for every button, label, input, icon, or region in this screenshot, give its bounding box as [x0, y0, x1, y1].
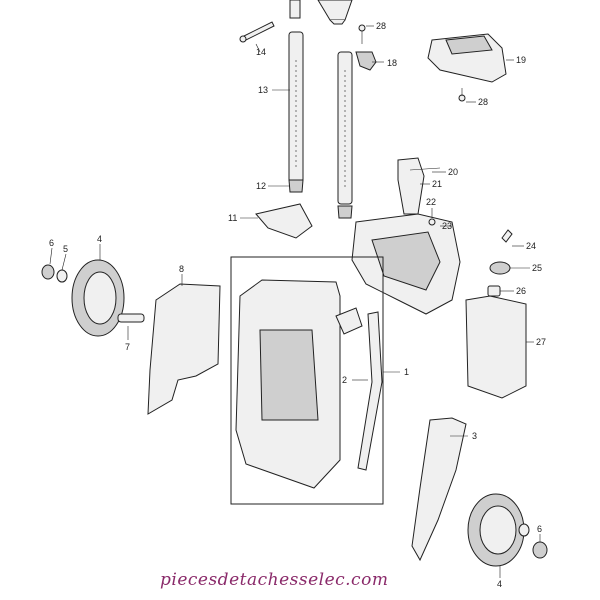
label-part-14: 14: [256, 47, 266, 57]
part-3-side-cover: [411, 417, 467, 562]
part-4-wheel-right: [467, 493, 548, 567]
label-part-25: 25: [532, 263, 542, 273]
label-part-6-left: 6: [49, 238, 54, 248]
watermark-text: piecesdetachesselec.com: [160, 570, 388, 590]
part-13-tubes: [288, 31, 353, 205]
label-part-24: 24: [526, 241, 536, 251]
leader-lines: [49, 25, 541, 578]
label-part-3: 3: [472, 431, 477, 441]
label-part-1: 1: [404, 367, 409, 377]
label-part-20: 20: [448, 167, 458, 177]
label-part-19: 19: [516, 55, 526, 65]
part-27-tank: [465, 229, 527, 399]
label-part-4-right: 4: [497, 579, 502, 589]
part-23-housing: [351, 213, 461, 315]
label-part-22: 22: [426, 197, 436, 207]
part-11-plate: [255, 203, 313, 239]
label-part-28-top: 28: [376, 21, 386, 31]
label-part-8: 8: [179, 264, 184, 274]
label-part-6-right: 6: [537, 524, 542, 534]
label-part-13: 13: [258, 85, 268, 95]
label-part-12: 12: [256, 181, 266, 191]
part-14-bolt: [239, 21, 275, 43]
label-part-2: 2: [342, 375, 347, 385]
label-part-26: 26: [516, 286, 526, 296]
label-part-28-lower: 28: [478, 97, 488, 107]
part-4-wheel-left: [41, 259, 145, 337]
label-part-7: 7: [125, 342, 130, 352]
label-part-21: 21: [432, 179, 442, 189]
label-part-18: 18: [387, 58, 397, 68]
handle-frame-top: [289, 0, 353, 25]
part-1-frame-box: [230, 256, 384, 505]
label-part-27: 27: [536, 337, 546, 347]
part-2-strip: [357, 311, 383, 471]
label-part-5: 5: [63, 244, 68, 254]
part-18-clip: [355, 24, 377, 71]
label-part-11: 11: [228, 213, 237, 223]
part-19-grip: [427, 33, 507, 102]
label-part-4-left: 4: [97, 234, 102, 244]
part-8-side-cover: [147, 283, 221, 415]
part-12-caps: [288, 179, 353, 219]
part-number-labels: 14 13 12 11 28 18 19 28 20 21 22 23 24 2…: [49, 21, 546, 589]
label-part-23: 23: [442, 221, 452, 231]
